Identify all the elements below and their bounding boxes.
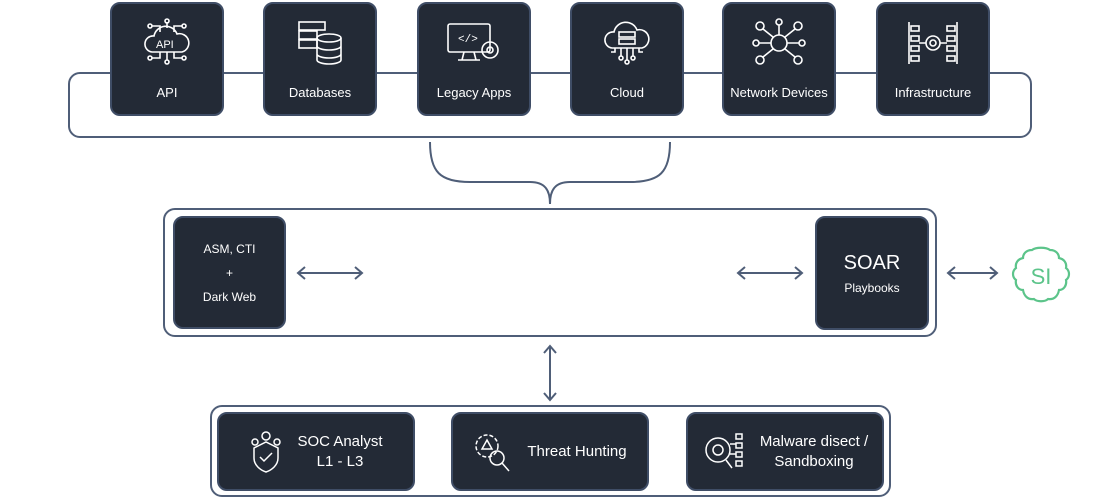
bidirectional-arrow-left xyxy=(296,266,364,280)
dark-web-label: Dark Web xyxy=(202,289,257,304)
legacy-app-icon: </> xyxy=(447,23,499,61)
bidirectional-arrow-right xyxy=(736,266,804,280)
source-api: API API xyxy=(110,2,224,116)
infrastructure-icon xyxy=(908,22,958,64)
api-cloud-icon: API xyxy=(144,18,190,65)
source-legacy-apps: </> Legacy Apps xyxy=(417,2,531,116)
curly-brace-connector xyxy=(429,141,671,205)
source-cloud: Cloud xyxy=(570,2,684,116)
malware-analysis-icon xyxy=(705,432,743,468)
bidirectional-arrow-si xyxy=(946,266,999,280)
source-label: Cloud xyxy=(610,85,644,100)
source-label: Infrastructure xyxy=(894,85,972,100)
sandboxing-label: Sandboxing xyxy=(774,453,854,470)
threat-hunting-tile: Threat Hunting xyxy=(451,412,649,491)
si-brain-logo: SI xyxy=(1011,246,1071,303)
malware-label: Malware disect / xyxy=(759,433,869,450)
source-network-devices: Network Devices xyxy=(722,2,836,116)
soar-subtitle: Playbooks xyxy=(844,280,900,295)
source-label: Databases xyxy=(288,85,352,100)
operations-frame xyxy=(210,405,891,497)
svg-text:</>: </> xyxy=(458,34,478,46)
bidirectional-arrow-vertical xyxy=(543,344,557,402)
soc-analyst-tile: SOC Analyst L1 - L3 xyxy=(217,412,415,491)
sources-frame xyxy=(68,72,1032,138)
source-label: API xyxy=(156,85,178,100)
source-databases: Databases xyxy=(263,2,377,116)
soc-analyst-label: SOC Analyst xyxy=(297,433,383,450)
plus-label: + xyxy=(225,265,233,280)
soar-tile: SOAR Playbooks xyxy=(815,216,929,330)
source-infrastructure: Infrastructure xyxy=(876,2,990,116)
si-logo-text: SI xyxy=(1031,264,1052,289)
threat-hunting-label: Threat Hunting xyxy=(527,443,627,460)
asm-cti-label: ASM, CTI xyxy=(203,241,256,256)
soc-level-label: L1 - L3 xyxy=(316,453,364,470)
soar-title: SOAR xyxy=(843,251,901,274)
source-label: Network Devices xyxy=(730,85,828,100)
platform-frame xyxy=(163,208,937,337)
source-label: Legacy Apps xyxy=(436,85,512,100)
asm-cti-darkweb-tile: ASM, CTI + Dark Web xyxy=(173,216,286,329)
svg-text:API: API xyxy=(156,39,174,51)
network-icon xyxy=(752,18,806,65)
database-icon xyxy=(298,21,342,65)
shield-analyst-icon xyxy=(251,430,282,473)
threat-search-icon xyxy=(475,433,510,471)
cloud-icon xyxy=(604,21,650,65)
malware-sandbox-tile: Malware disect / Sandboxing xyxy=(686,412,884,491)
